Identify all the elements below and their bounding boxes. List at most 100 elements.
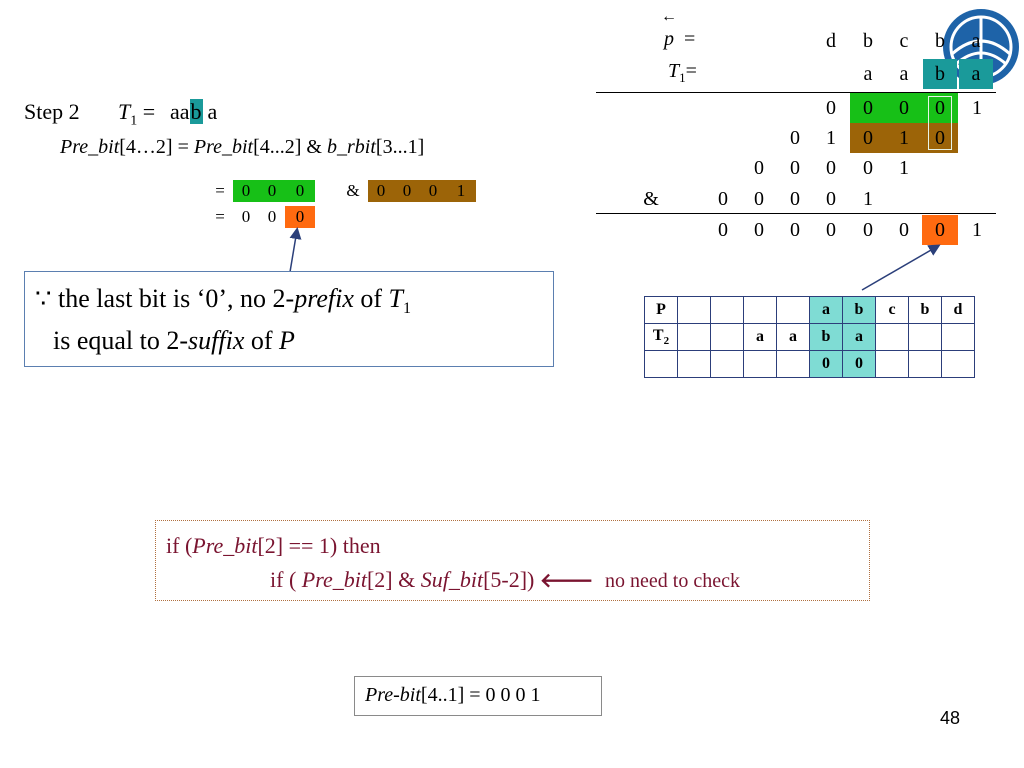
bit-cell: 1 <box>972 97 982 119</box>
p-char: d <box>826 30 836 52</box>
line1-bit: 0 <box>233 180 259 202</box>
line1-amp: & <box>346 181 360 200</box>
line1-bit: 0 <box>285 180 315 202</box>
condition-box: if (Pre_bit[2] == 1) then if ( Pre_bit[2… <box>155 520 870 601</box>
line2-bit: 0 <box>241 207 251 226</box>
table-cell: b <box>908 296 942 324</box>
table-cell <box>941 350 975 378</box>
table-cell-highlight: 0 <box>842 350 876 378</box>
highlight-box <box>928 96 952 150</box>
p-arrow: ← <box>661 8 677 25</box>
table-cell <box>644 350 678 378</box>
result-bit-highlight: 0 <box>922 215 958 245</box>
line2-bit-highlight: 0 <box>285 206 315 228</box>
table-cell <box>743 350 777 378</box>
bit-cell: 0 <box>863 157 873 179</box>
table-cell <box>776 350 810 378</box>
table-cell: P <box>644 296 678 324</box>
bit-cell: 0 <box>754 157 764 179</box>
bit-cell: 1 <box>863 188 873 210</box>
table-cell: d <box>941 296 975 324</box>
table-cell <box>710 323 744 351</box>
alignment-table: P a b c b d T2 a a b a 0 0 <box>644 296 975 378</box>
p-char: b <box>863 30 873 52</box>
note-line-1: ∵ the last bit is ‘0’, no 2-prefix of T1 <box>35 284 412 318</box>
line2-bit: 0 <box>267 207 277 226</box>
result-bit: 0 <box>790 219 800 241</box>
table-cell <box>875 323 909 351</box>
table-cell <box>677 296 711 324</box>
note-line-2: is equal to 2-suffix of P <box>53 326 295 355</box>
bit-cell: 0 <box>790 157 800 179</box>
bit-cell: 0 <box>850 123 886 153</box>
line1-bit: 0 <box>259 180 285 202</box>
t1-char: a <box>899 63 909 85</box>
t1-char-highlight: a <box>959 59 993 89</box>
table-cell <box>677 323 711 351</box>
result-box: Pre-bit[4..1] = 0 0 0 1 <box>354 676 602 716</box>
table-cell-highlight: a <box>809 296 843 324</box>
p-char: c <box>899 30 909 52</box>
table-cell: a <box>776 323 810 351</box>
p-eq: = <box>684 28 696 50</box>
line1-brown-bit: 0 <box>394 180 420 202</box>
condition-line-2: if ( Pre_bit[2] & Suf_bit[5-2]) 🡐 no nee… <box>270 567 740 592</box>
table-row: 0 0 <box>644 350 975 378</box>
bit-cell: 0 <box>790 127 800 149</box>
table-cell-highlight: a <box>842 323 876 351</box>
bit-cell: 0 <box>826 188 836 210</box>
table-cell <box>710 296 744 324</box>
bit-cell: 1 <box>826 127 836 149</box>
p-char: b <box>935 30 945 52</box>
bit-cell: 0 <box>886 93 922 123</box>
condition-line-1: if (Pre_bit[2] == 1) then <box>166 533 381 558</box>
table-cell <box>941 323 975 351</box>
table-cell <box>908 323 942 351</box>
bit-cell: 1 <box>899 157 909 179</box>
t1-char: a <box>863 63 873 85</box>
table-cell: a <box>743 323 777 351</box>
p-char: a <box>971 30 981 52</box>
and-symbol: & <box>643 188 659 210</box>
table-cell <box>743 296 777 324</box>
result-bit: 0 <box>863 219 873 241</box>
result-text: Pre-bit[4..1] = 0 0 0 1 <box>365 684 541 706</box>
bit-cell: 0 <box>754 188 764 210</box>
p-label: p <box>664 28 674 50</box>
bit-cell: 0 <box>790 188 800 210</box>
table-cell <box>710 350 744 378</box>
result-bit: 0 <box>899 219 909 241</box>
step-formula: Pre_bit[4…2] = Pre_bit[4...2] & b_rbit[3… <box>60 136 425 158</box>
bit-cell: 0 <box>826 157 836 179</box>
page-number: 48 <box>940 708 961 728</box>
result-bit: 0 <box>754 219 764 241</box>
line1-brown-bit: 0 <box>368 180 394 202</box>
t1-label: T1= <box>668 60 697 85</box>
step-t1: T1 = <box>118 99 156 129</box>
line1-brown-bit: 0 <box>420 180 446 202</box>
note-box: ∵ the last bit is ‘0’, no 2-prefix of T1… <box>24 271 554 367</box>
table-cell <box>776 296 810 324</box>
table-cell-highlight: b <box>842 296 876 324</box>
result-bit: 0 <box>826 219 836 241</box>
bit-cell: 0 <box>718 188 728 210</box>
bit-cell: 0 <box>850 93 886 123</box>
line1-eq: = <box>215 181 225 200</box>
table-cell-t2: T2 <box>644 323 678 351</box>
table-cell <box>908 350 942 378</box>
bit-cell: 1 <box>886 123 922 153</box>
table-cell-highlight: 0 <box>809 350 843 378</box>
table-row: T2 a a b a <box>644 323 975 351</box>
line2-eq: = <box>215 207 225 226</box>
result-bit: 1 <box>972 219 982 241</box>
table-cell: c <box>875 296 909 324</box>
bit-cell: 0 <box>826 97 836 119</box>
divider-line <box>596 92 996 93</box>
table-cell <box>875 350 909 378</box>
left-arrow-icon: 🡐 <box>539 568 594 592</box>
table-row: P a b c b d <box>644 296 975 324</box>
divider-line <box>596 213 996 214</box>
result-bit: 0 <box>718 219 728 241</box>
table-cell-highlight: b <box>809 323 843 351</box>
